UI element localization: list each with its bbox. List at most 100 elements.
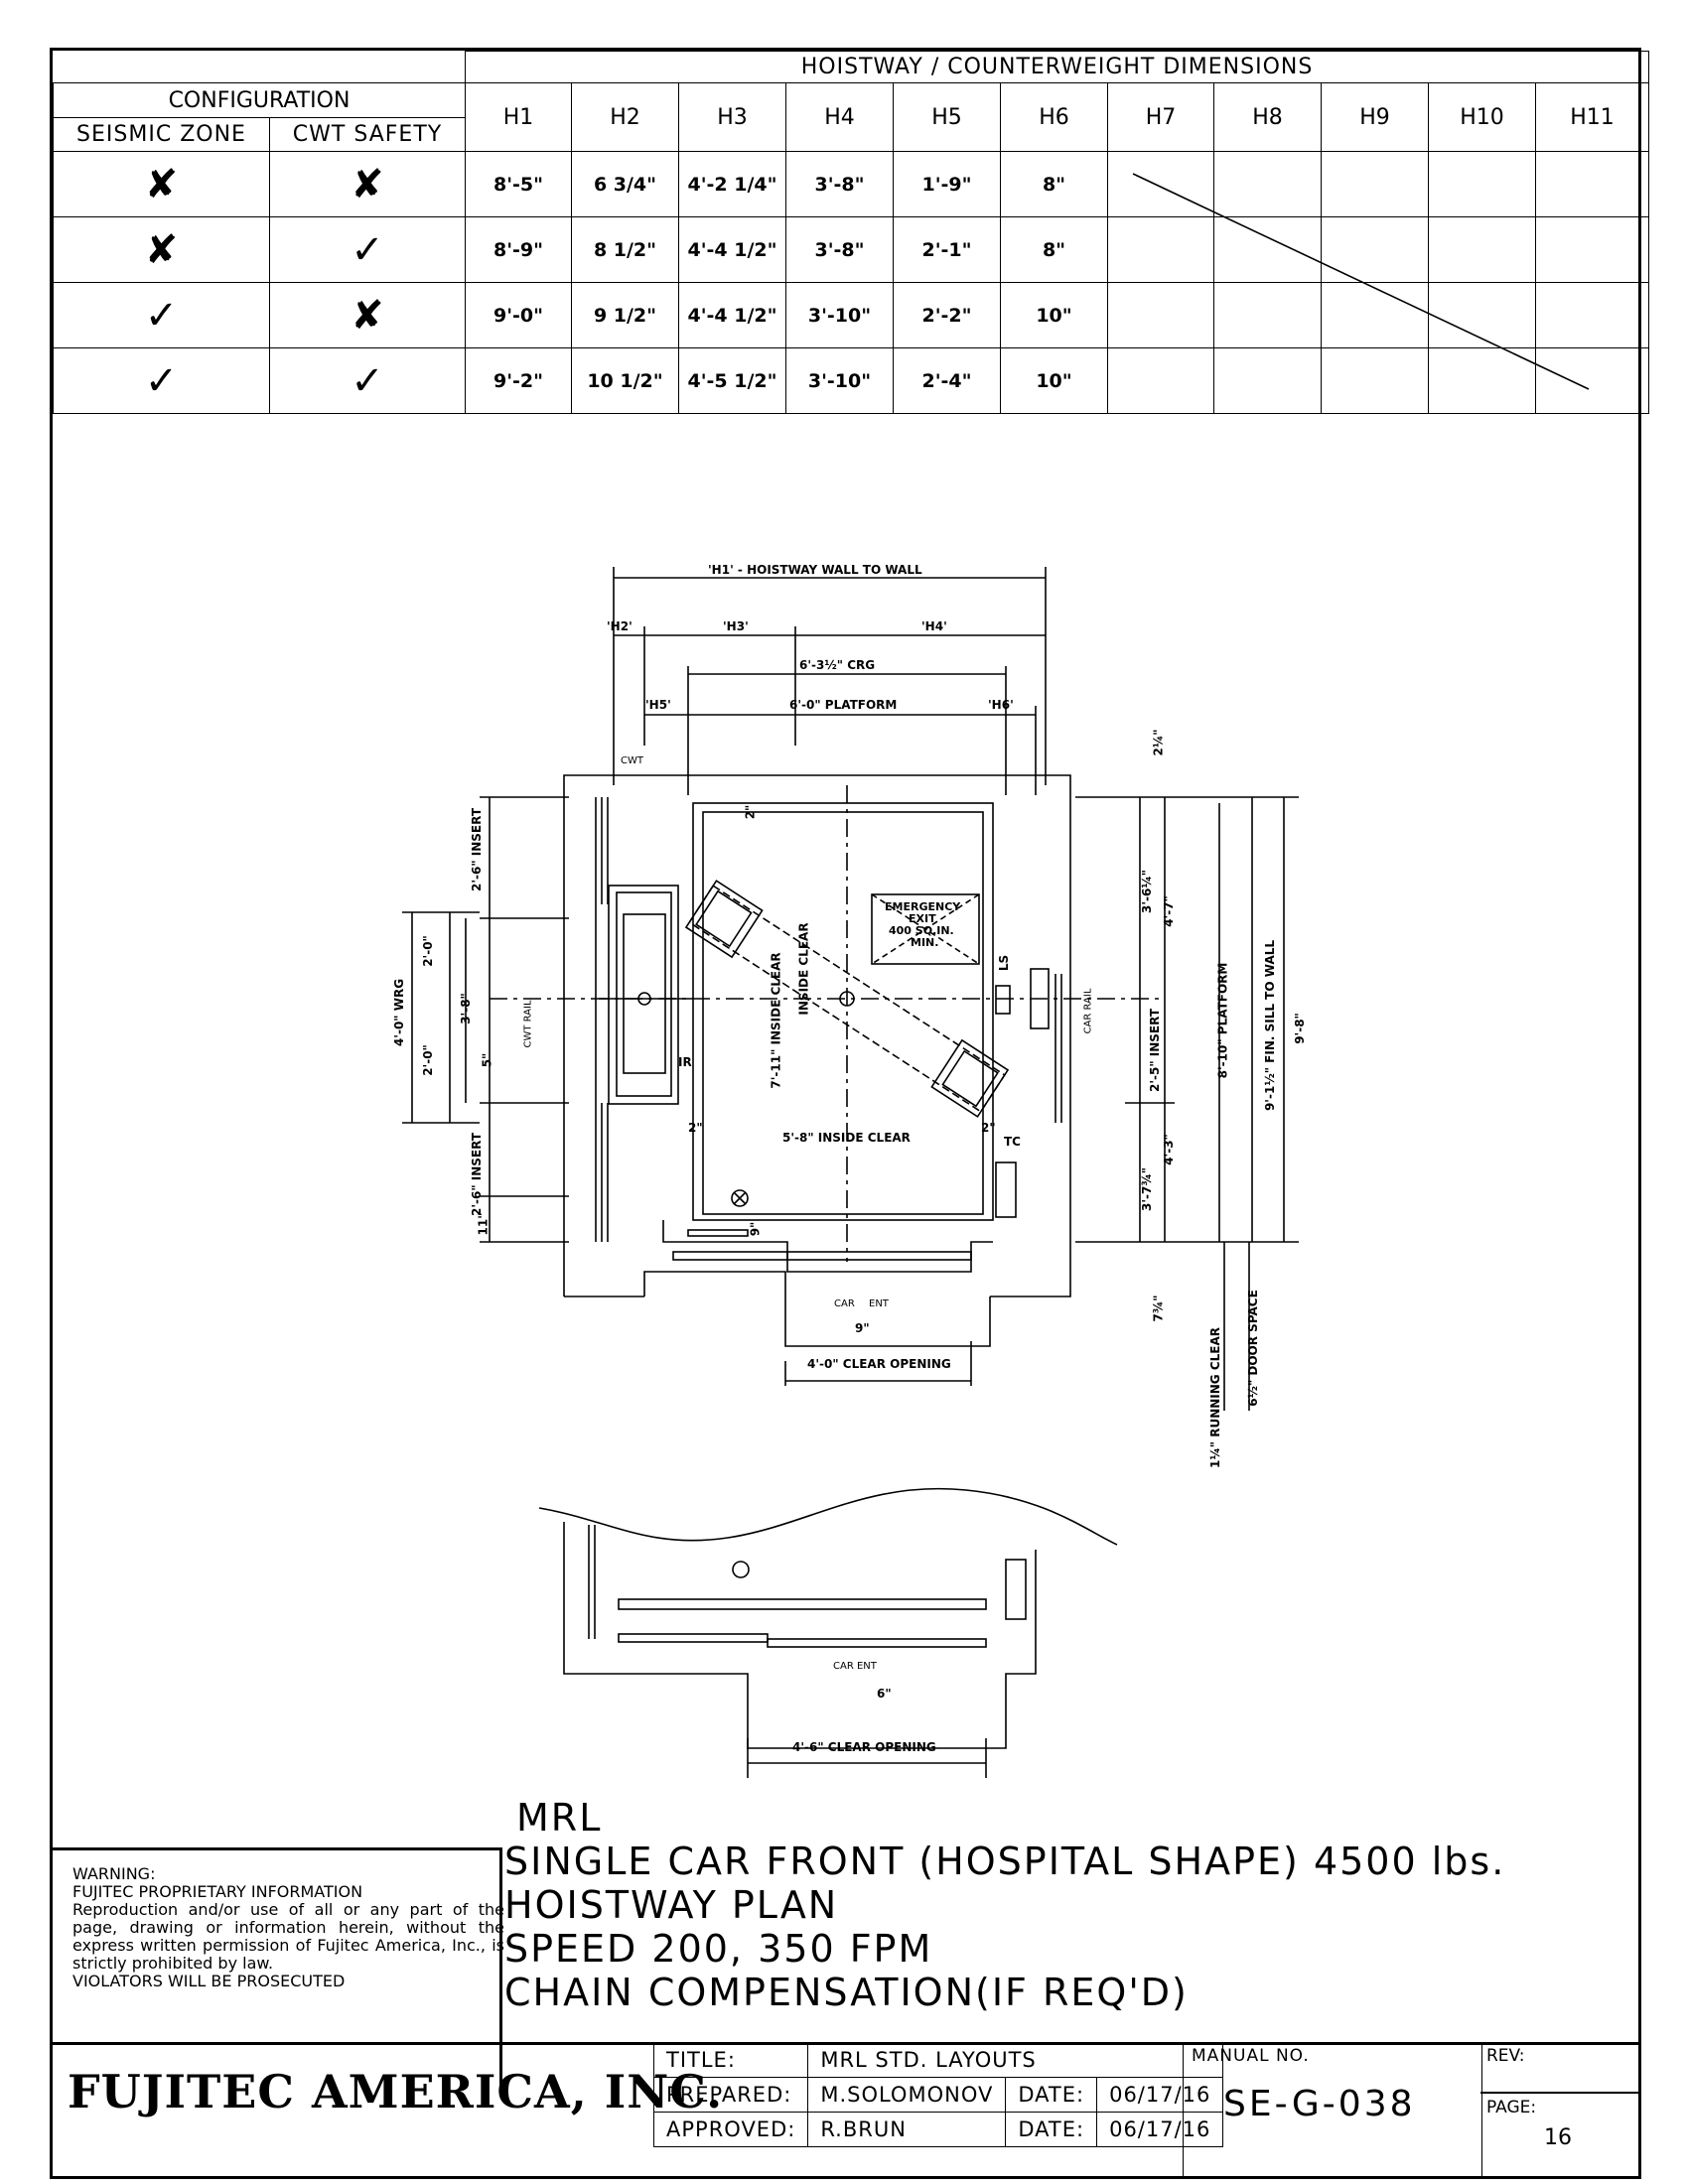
cell-h4: 3'-10" [785, 347, 894, 414]
car-cl-label: CAR [834, 1298, 855, 1309]
dimensions-table: HOISTWAY / COUNTERWEIGHT DIMENSIONS CONF… [53, 51, 1650, 414]
title-label: TITLE: [652, 2042, 809, 2078]
clear-opening-2-label: 4'-6" CLEAR OPENING [792, 1740, 936, 1754]
drawing-title-block: MRL SINGLE CAR FRONT (HOSPITAL SHAPE) 45… [504, 1796, 1597, 2014]
cell-h5: 2'-2" [893, 282, 1001, 348]
min-label: MIN. [911, 936, 939, 949]
warning-notice: WARNING: FUJITEC PROPRIETARY INFORMATION… [72, 1865, 504, 1990]
hoistway-wall [563, 774, 1071, 1297]
car-outer-wall [692, 802, 994, 1221]
cell-h3: 4'-5 1/2" [678, 347, 786, 414]
table-row: ✓ ✓ 9'-2" 10 1/2" 4'-5 1/2" 3'-10" 2'-4"… [53, 347, 1650, 414]
ir-label: IR [678, 1055, 692, 1069]
nine-h-label: 9" [855, 1321, 870, 1335]
stretcher [684, 880, 1010, 1118]
date-value: 06/17/16 [1096, 2077, 1224, 2113]
column-header: H11 [1534, 82, 1650, 152]
ent-cl-label: ENT [869, 1298, 889, 1309]
four-three-label: 4'-3" [1161, 1134, 1176, 1165]
approved-label: APPROVED: [652, 2112, 809, 2147]
h1-label: 'H1' - HOISTWAY WALL TO WALL [708, 563, 922, 577]
prepared-label: PREPARED: [652, 2077, 809, 2113]
emergency-label: EMERGENCY [885, 900, 961, 913]
two-ft-a-label: 2'-0" [420, 935, 435, 967]
insert-bottom-label: 2'-6" INSERT [470, 1132, 485, 1217]
column-header: H9 [1321, 82, 1429, 152]
empty-cells-strike-line [1132, 173, 1590, 390]
rev-label: REV: [1486, 2046, 1525, 2066]
h4-label: 'H4' [921, 619, 947, 633]
cell-h6: 10" [1000, 347, 1108, 414]
manual-number-box: MANUAL NO. SE-G-038 [1183, 2042, 1482, 2179]
revision-box: REV: PAGE: 16 [1480, 2042, 1638, 2179]
column-header: H3 [678, 82, 786, 152]
cwt-centerline-label: CWT [621, 755, 643, 766]
five-inch-label: 5" [480, 1052, 494, 1068]
inside-clear-diag-label: INSIDE CLEAR [796, 922, 811, 1016]
inside-clear-h-label: 5'-8" INSIDE CLEAR [782, 1131, 911, 1145]
exit-label: EXIT [909, 912, 936, 925]
title-divider [499, 1847, 502, 2088]
top-clearance-label: 2¼" [1151, 729, 1166, 756]
seismic-mark: ✘ [53, 151, 270, 217]
date-value: 06/17/16 [1096, 2112, 1224, 2147]
date-label: DATE: [1005, 2112, 1098, 2147]
title-line-4: SPEED 200, 350 FPM [504, 1927, 933, 1971]
h2-label: 'H2' [607, 619, 633, 633]
car-rail-guide [995, 985, 1011, 1015]
cell-h5: 2'-1" [893, 216, 1001, 283]
h3-label: 'H3' [723, 619, 749, 633]
cell-h6: 8" [1000, 151, 1108, 217]
car-ent-2-label: CAR ENT [833, 1661, 877, 1672]
insert-right-label: 2'-5" INSERT [1148, 1008, 1163, 1093]
alternate-entrance-plan [538, 1487, 1118, 1778]
date-label: DATE: [1005, 2077, 1098, 2113]
approved-value: R.BRUN [807, 2112, 1007, 2147]
seismic-mark: ✓ [53, 282, 270, 348]
h5-label: 'H5' [645, 698, 671, 712]
light-fixture-icon [731, 1189, 749, 1207]
title-line-3: HOISTWAY PLAN [504, 1883, 839, 1927]
platform-label: 6'-0" PLATFORM [789, 698, 898, 712]
page-label: PAGE: [1486, 2098, 1537, 2117]
hoistway-plan-drawing [402, 173, 1590, 1778]
table-row: ✘ ✓ 8'-9" 8 1/2" 4'-4 1/2" 3'-8" 2'-1" 8… [53, 216, 1650, 283]
clear-opening-label: 4'-0" CLEAR OPENING [807, 1357, 951, 1371]
warning-body: Reproduction and/or use of all or any pa… [72, 1900, 504, 1973]
cell-h6: 10" [1000, 282, 1108, 348]
title-line-1: MRL [516, 1796, 603, 1840]
hoistway-door-panel [786, 1251, 972, 1261]
column-header: H7 [1107, 82, 1214, 152]
right-gap-label: 2" [981, 1121, 996, 1135]
cwt-mark: ✓ [269, 216, 466, 283]
cell-h2: 6 3/4" [571, 151, 679, 217]
eleven-inch-label: 11" [476, 1212, 491, 1236]
car-station-icon [995, 1161, 1017, 1218]
drawing-info-table: TITLE: MRL STD. LAYOUTS PREPARED: M.SOLO… [652, 2042, 1224, 2147]
car-center-marker [839, 991, 855, 1007]
company-logo: FUJITEC AMERICA, INC. [68, 2065, 724, 2118]
platform-v-label: 8'-10" PLATFORM [1215, 962, 1230, 1079]
car-inside-wall [702, 811, 984, 1215]
three-eight-label: 3'-8" [458, 993, 473, 1024]
cell-h6: 8" [1000, 216, 1108, 283]
cwt-safety-header: CWT SAFETY [269, 117, 466, 152]
entrance-frame [643, 1271, 991, 1347]
car-rail-label: CAR RAIL [1082, 988, 1094, 1034]
car-sill-panel [687, 1229, 749, 1237]
cwt-rail-label: CWT RAIL [522, 1000, 534, 1048]
prepared-value: M.SOLOMONOV [807, 2077, 1007, 2113]
crg-label: 6'-3½" CRG [799, 658, 876, 672]
warning-subheading: FUJITEC PROPRIETARY INFORMATION [72, 1882, 363, 1901]
cell-h4: 3'-8" [785, 216, 894, 283]
column-header: H1 [465, 82, 572, 152]
cwt-mark: ✘ [269, 151, 466, 217]
title-value: MRL STD. LAYOUTS [807, 2042, 1224, 2078]
six-inch-label: 6" [877, 1687, 892, 1701]
tc-label: TC [1004, 1135, 1021, 1149]
column-header: H5 [893, 82, 1001, 152]
car-front [662, 1220, 993, 1273]
title-line-5: CHAIN COMPENSATION(IF REQ'D) [504, 1971, 1189, 2014]
warning-heading: WARNING: [72, 1864, 156, 1883]
table-row: ✘ ✘ 8'-5" 6 3/4" 4'-2 1/4" 3'-8" 1'-9" 8… [53, 151, 1650, 217]
